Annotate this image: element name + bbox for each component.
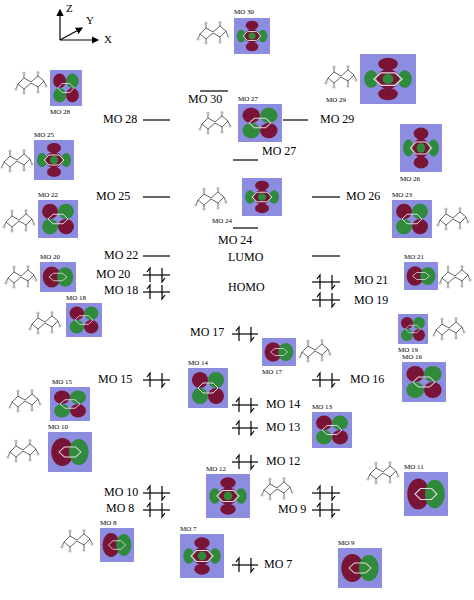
orbital-tag: MO 12 [206,465,226,473]
orbital-tag: MO 16 [402,353,422,361]
level-label: MO 10 [104,486,138,500]
level-label: MO 14 [266,398,300,412]
level-label: MO 16 [350,373,384,387]
orbital-tag: MO 9 [338,539,355,547]
orbital-tag: MO 20 [40,253,60,261]
orbital-tag: MO 25 [34,131,54,139]
axis-label: X [104,33,112,46]
orbital-tag: MO 14 [188,359,208,367]
level-label: MO 30 [188,93,222,107]
orbital-tag: MO 17 [262,368,282,376]
orbital-tag: MO 27 [238,95,258,103]
orbital-tag: MO 11 [404,463,424,471]
level-label: MO 13 [266,421,300,435]
level-label: MO 27 [262,145,296,159]
level-label: MO 9 [278,503,306,517]
orbital-tag: MO 29 [326,96,346,104]
level-label: MO 26 [346,190,380,204]
level-label: MO 21 [354,274,388,288]
orbital-tag: MO 23 [392,191,412,199]
level-label: HOMO [228,281,265,295]
level-label: MO 19 [354,294,388,308]
orbital-tag: MO 21 [404,253,424,261]
level-label: LUMO [228,251,263,265]
level-label: MO 18 [104,284,138,298]
level-label: MO 22 [104,249,138,263]
level-label: MO 29 [320,113,354,127]
level-label: MO 20 [96,268,130,282]
orbital-tag: MO 10 [48,423,68,431]
level-label: MO 25 [96,190,130,204]
level-label: MO 15 [98,373,132,387]
orbital-tag: MO 18 [66,294,86,302]
orbital-tag: MO 15 [52,378,72,386]
level-label: MO 17 [190,326,224,340]
level-label: MO 7 [264,558,292,572]
level-label: MO 28 [103,113,137,127]
orbital-tag: MO 24 [212,217,232,225]
orbital-tag: MO 19 [398,346,418,354]
orbital-tag: MO 28 [50,108,70,116]
level-label: MO 12 [266,455,300,469]
orbital-tag: MO 8 [100,519,117,527]
axis-label: Y [86,14,94,27]
orbital-tag: MO 22 [38,191,58,199]
orbital-tag: MO 7 [180,525,197,533]
orbital-tag: MO 13 [312,403,332,411]
axis-label: Z [66,2,73,15]
orbital-tag: MO 26 [400,175,420,183]
level-label: MO 8 [106,502,134,516]
orbital-tag: MO 30 [234,8,254,16]
level-label: MO 24 [218,234,252,248]
